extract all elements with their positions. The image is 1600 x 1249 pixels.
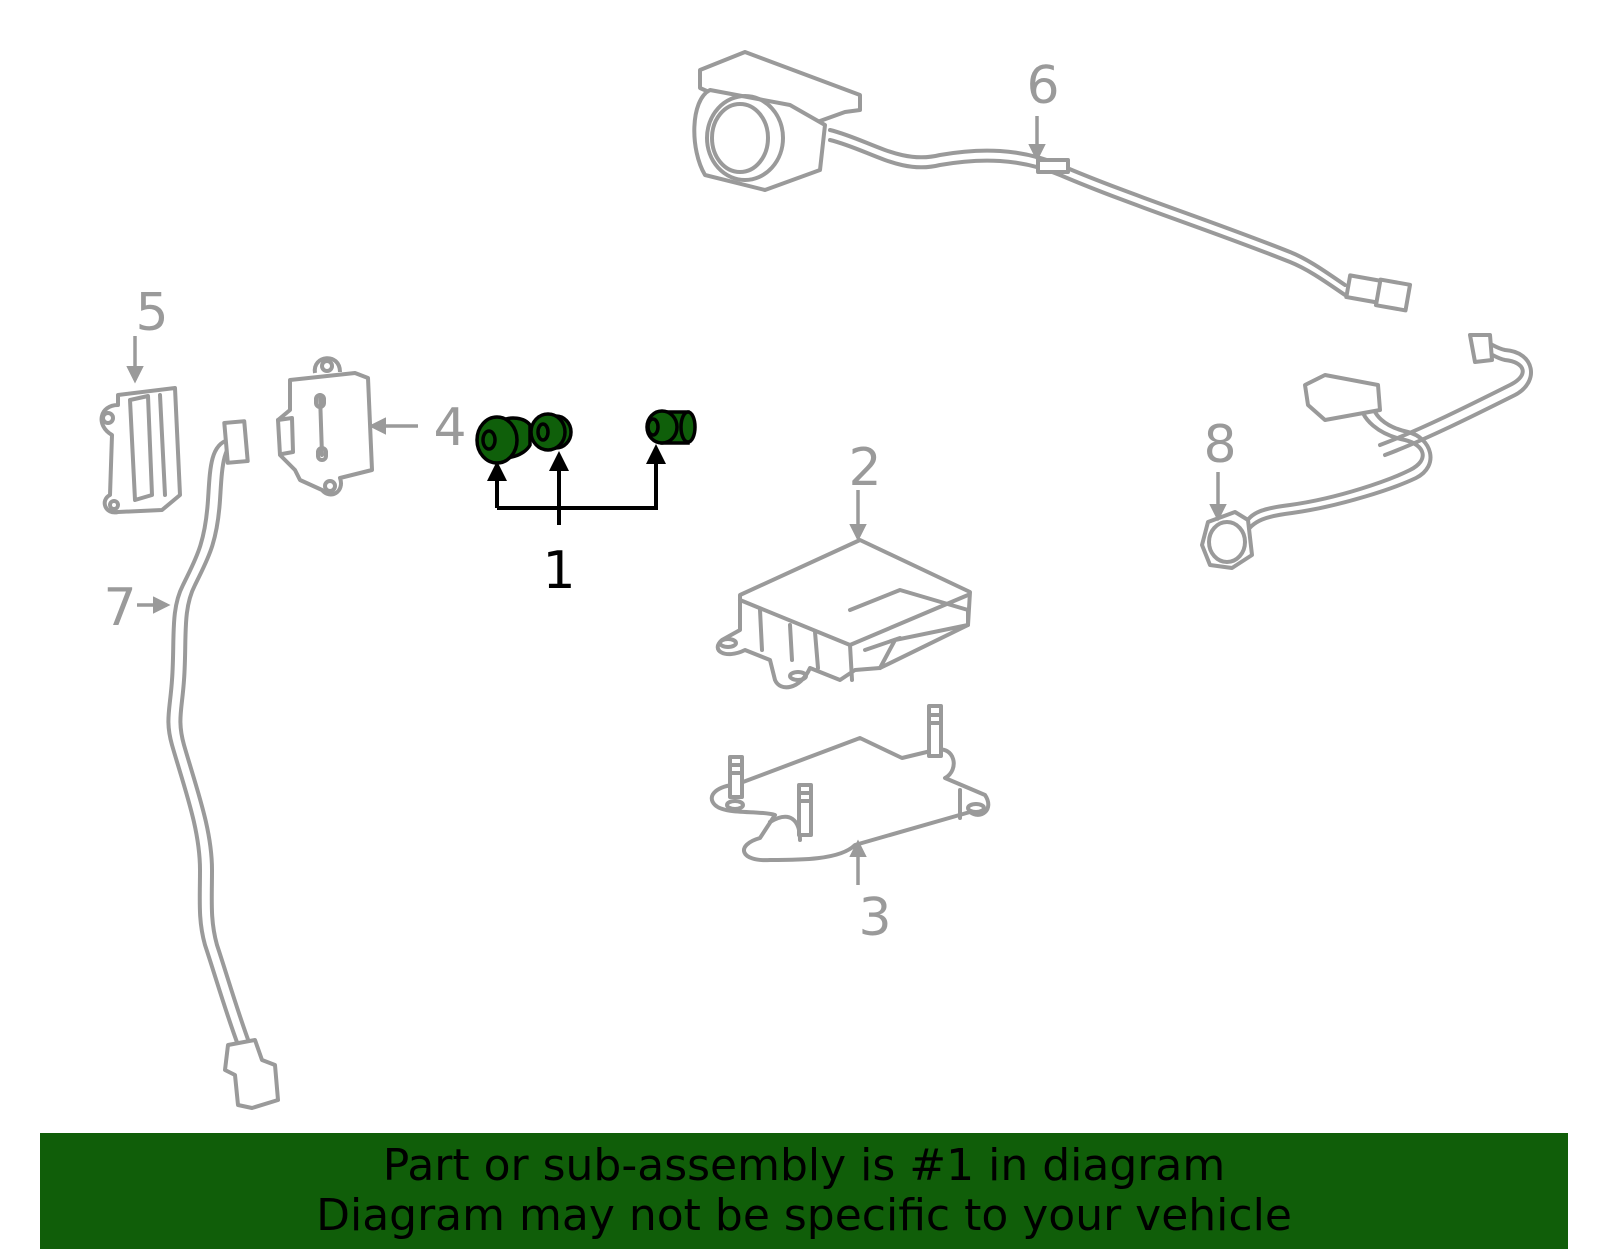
part-4-module[interactable]: [276, 356, 374, 497]
callout-2: 2: [848, 438, 881, 498]
part-5-sensor[interactable]: [99, 386, 182, 515]
callout-8: 8: [1203, 415, 1236, 475]
callout-3: 3: [858, 888, 891, 948]
callout-4: 4: [433, 398, 466, 458]
banner-line-1: Part or sub-assembly is #1 in diagram: [382, 1140, 1226, 1191]
callout-6: 6: [1026, 56, 1059, 116]
info-banner: Part or sub-assembly is #1 in diagram Di…: [40, 1133, 1568, 1249]
part-8-sensor-harness[interactable]: [1200, 333, 1533, 570]
callout-labels: 1 2 3 4 5 6 7 8: [103, 56, 1236, 948]
callout-1: 1: [542, 541, 575, 601]
callout-7: 7: [103, 578, 136, 638]
banner-line-2: Diagram may not be specific to your vehi…: [316, 1190, 1292, 1241]
part-3-bracket[interactable]: [709, 704, 991, 863]
part-7-harness[interactable]: [166, 419, 280, 1110]
leader-lines: [126, 116, 1227, 885]
grommet-left[interactable]: [475, 415, 532, 465]
part-2-control-unit[interactable]: [715, 538, 972, 690]
callout-5: 5: [135, 283, 168, 343]
part-6-sensor-harness[interactable]: [692, 50, 1413, 313]
grommet-center[interactable]: [529, 412, 573, 452]
grommet-right[interactable]: [645, 409, 697, 445]
part-1-grommets[interactable]: [475, 409, 697, 465]
